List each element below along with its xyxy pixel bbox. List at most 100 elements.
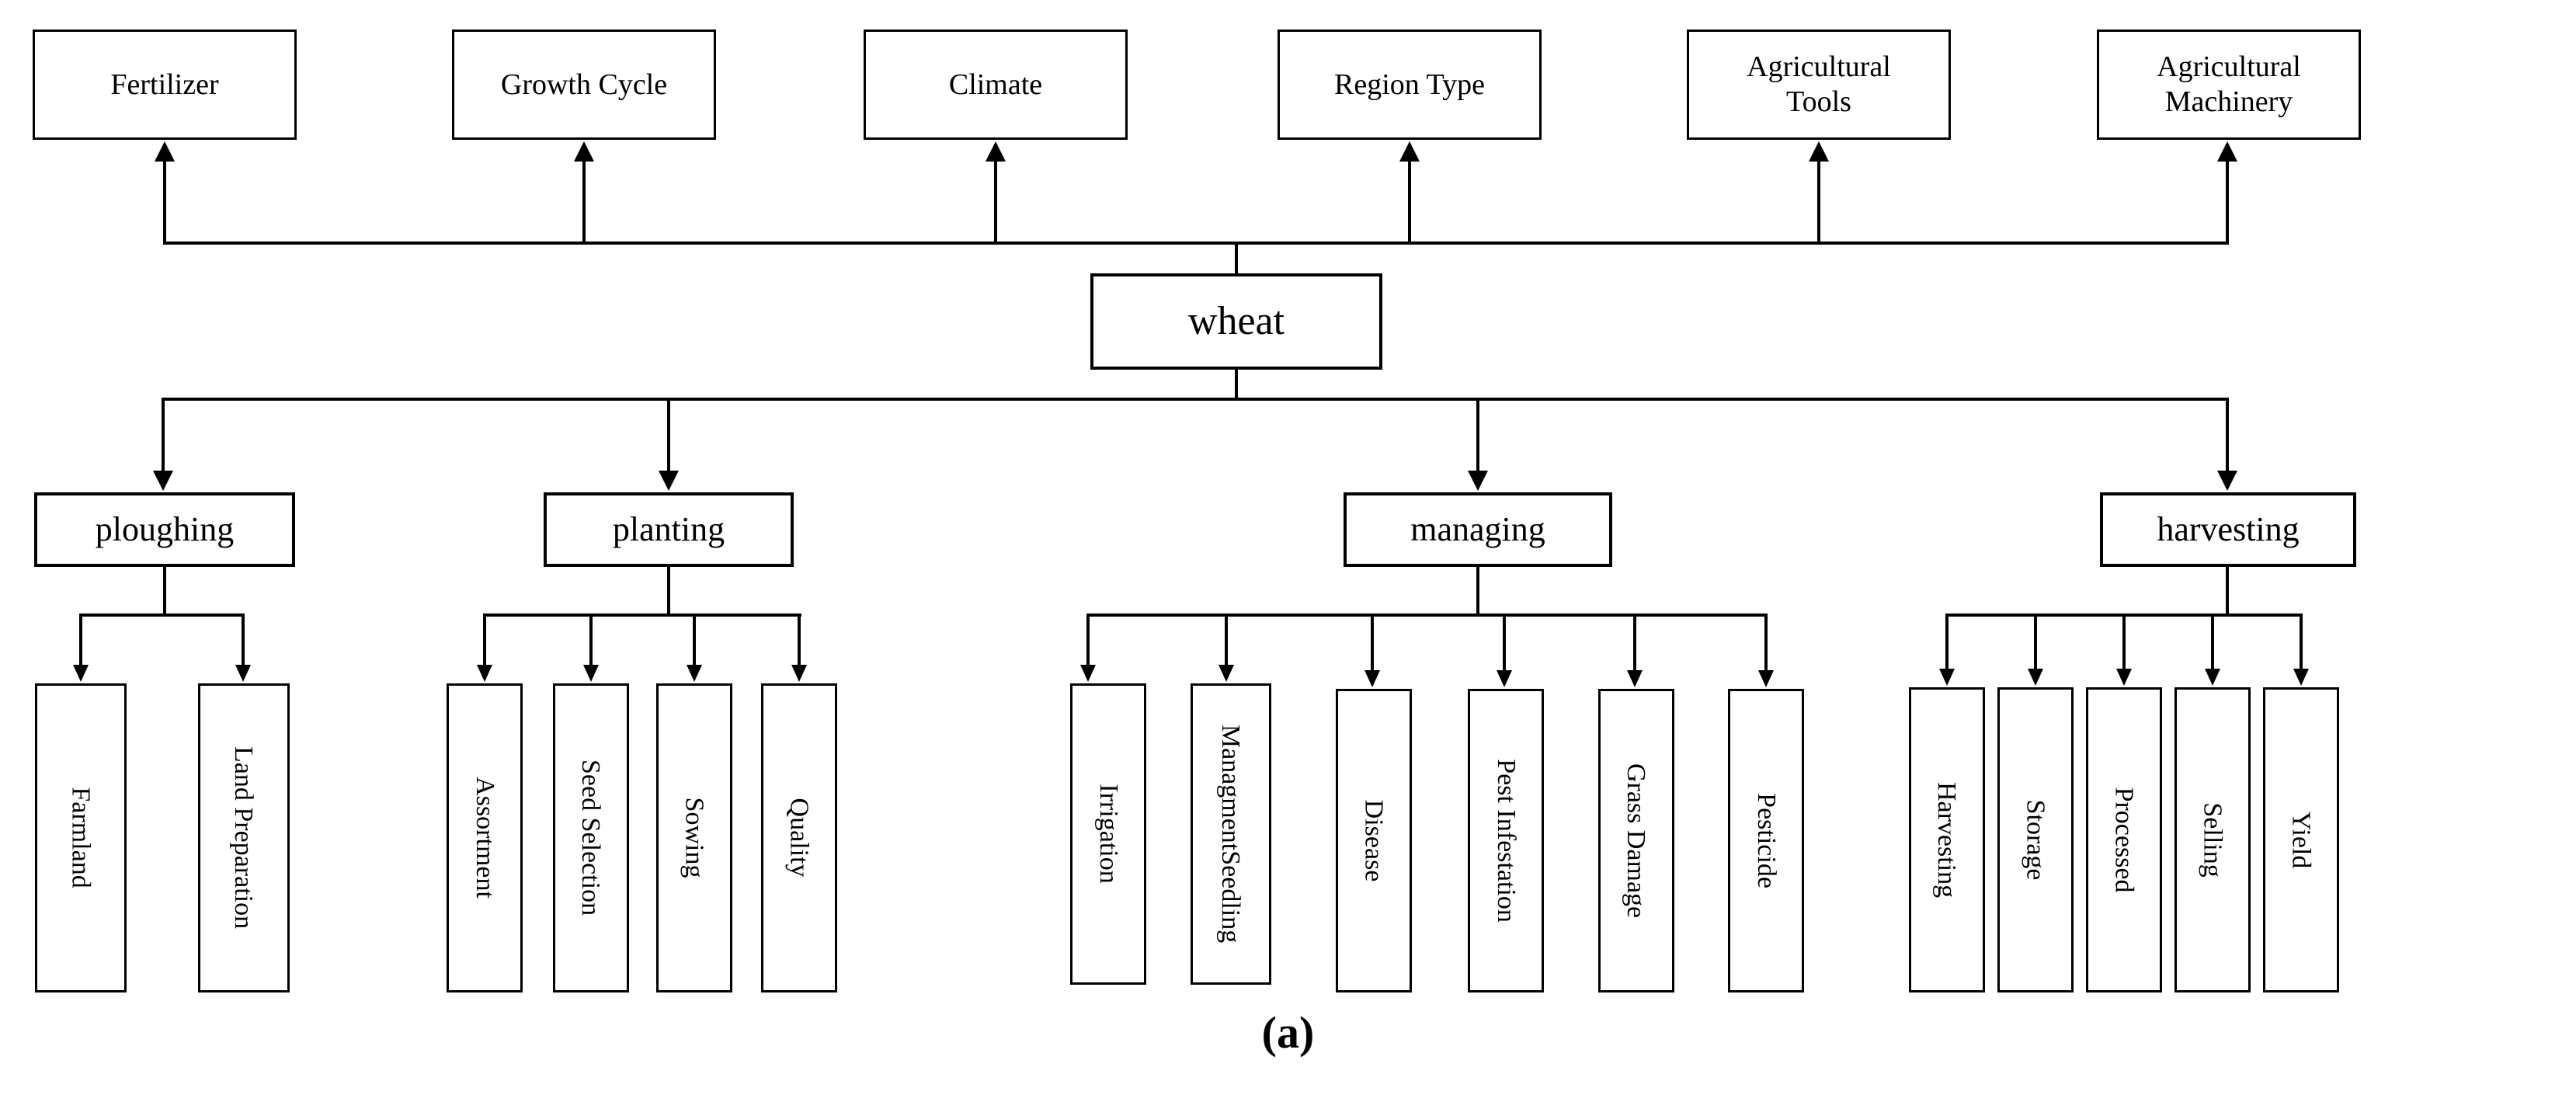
- connector-dropper-ploughing: [162, 398, 165, 472]
- connector-dropper-selling: [2211, 614, 2214, 670]
- stage-node-managing[interactable]: managing: [1344, 492, 1612, 567]
- connector-riser-region-type: [1408, 159, 1411, 245]
- connector-riser-agricultural-machinery: [2226, 159, 2229, 245]
- arrowhead-pest-infestation: [1497, 670, 1512, 687]
- stage-label: managing: [1410, 510, 1545, 549]
- stage-label: ploughing: [95, 510, 235, 549]
- connector-dropper-processed: [2122, 614, 2126, 670]
- root-label: wheat: [1187, 299, 1285, 344]
- leaf-node-harvesting[interactable]: Harvesting: [1909, 687, 1985, 992]
- attribute-label: Region Type: [1333, 68, 1485, 101]
- connector-dropper-disease: [1371, 614, 1374, 672]
- stage-node-planting[interactable]: planting: [544, 492, 794, 567]
- connector-harvesting-stem: [2226, 566, 2229, 616]
- leaf-label-line2: Managment: [1216, 725, 1246, 851]
- arrowhead-storage: [2028, 669, 2043, 686]
- arrowhead-disease: [1364, 670, 1380, 687]
- arrowhead-fertilizer: [155, 141, 175, 162]
- arrowhead-climate: [986, 141, 1006, 162]
- stage-node-harvesting[interactable]: harvesting: [2100, 492, 2356, 567]
- leaf-label-wrap: Quality: [784, 798, 814, 878]
- connector-dropper-pesticide: [1764, 614, 1768, 672]
- arrowhead-seed-selection: [583, 665, 599, 682]
- leaf-label: Pesticide: [1751, 793, 1781, 888]
- leaf-node-yield[interactable]: Yield: [2263, 687, 2339, 992]
- attribute-label: Climate: [948, 68, 1043, 101]
- stage-node-ploughing[interactable]: ploughing: [34, 492, 295, 567]
- leaf-node-storage[interactable]: Storage: [1997, 687, 2074, 992]
- leaf-node-farmland[interactable]: Farmland: [35, 683, 127, 992]
- leaf-node-disease[interactable]: Disease: [1336, 689, 1412, 992]
- attribute-label: Agricultural Machinery: [2157, 50, 2301, 118]
- attribute-node-region-type[interactable]: Region Type: [1278, 30, 1542, 140]
- leaf-label-wrap: Irrigation: [1093, 784, 1123, 884]
- connector-ploughing-bus: [79, 614, 244, 617]
- arrowhead-irrigation: [1080, 665, 1096, 682]
- connector-riser-fertilizer: [163, 159, 166, 245]
- arrowhead-planting: [659, 471, 679, 491]
- leaf-label-wrap: Assortment: [469, 777, 499, 899]
- connector-root-down-stem: [1235, 368, 1238, 399]
- connector-dropper-storage: [2034, 614, 2037, 670]
- connector-managing-stem: [1476, 566, 1479, 616]
- arrowhead-assortment: [477, 665, 492, 682]
- attribute-node-agricultural-machinery[interactable]: Agricultural Machinery: [2097, 30, 2361, 140]
- leaf-node-land-preparation[interactable]: Land Preparation: [198, 683, 290, 992]
- leaf-node-pest-infestation[interactable]: Pest Infestation: [1468, 689, 1544, 992]
- attribute-node-fertilizer[interactable]: Fertilizer: [33, 30, 297, 140]
- arrowhead-ploughing: [153, 471, 173, 491]
- leaf-node-processed[interactable]: Processed: [2086, 687, 2162, 992]
- arrowhead-grass-damage: [1627, 670, 1643, 687]
- attribute-node-agricultural-tools[interactable]: Agricultural Tools: [1687, 30, 1951, 140]
- leaf-node-irrigation[interactable]: Irrigation: [1070, 683, 1146, 985]
- connector-attribute-bus: [165, 242, 2227, 245]
- leaf-node-seed-selection[interactable]: Seed Selection: [553, 683, 629, 992]
- arrowhead-selling: [2205, 669, 2220, 686]
- connector-managing-bus: [1086, 614, 1768, 617]
- connector-dropper-pest-infestation: [1503, 614, 1506, 672]
- connector-dropper-farmland: [79, 614, 82, 666]
- connector-ploughing-stem: [163, 566, 166, 616]
- attribute-node-growth-cycle[interactable]: Growth Cycle: [452, 30, 716, 140]
- leaf-node-grass-damage[interactable]: Grass Damage: [1598, 689, 1674, 992]
- leaf-node-sowing[interactable]: Sowing: [656, 683, 732, 992]
- connector-dropper-land-preparation: [242, 614, 245, 666]
- arrowhead-harvesting: [2217, 471, 2237, 491]
- leaf-node-pesticide[interactable]: Pesticide: [1728, 689, 1804, 992]
- leaf-label-wrap: Grass Damage: [1621, 763, 1651, 918]
- leaf-node-seedling-managment[interactable]: Seedling Managment: [1191, 683, 1271, 985]
- root-node-wheat[interactable]: wheat: [1090, 273, 1382, 370]
- leaf-label: Quality: [784, 798, 814, 878]
- leaf-node-assortment[interactable]: Assortment: [447, 683, 523, 992]
- leaf-label: Sowing: [680, 798, 709, 878]
- connector-stage-bus: [162, 398, 2227, 401]
- attribute-node-climate[interactable]: Climate: [864, 30, 1128, 140]
- arrowhead-region-type: [1399, 141, 1420, 162]
- leaf-label-wrap: Disease: [1358, 800, 1389, 882]
- leaf-node-selling[interactable]: Selling: [2174, 687, 2251, 992]
- leaf-label: Disease: [1359, 799, 1389, 882]
- arrowhead-managing: [1468, 471, 1488, 491]
- leaf-label: Selling: [2198, 802, 2227, 878]
- leaf-label: Processed: [2109, 787, 2139, 893]
- connector-dropper-harvesting-leaf: [1945, 614, 1949, 670]
- arrowhead-farmland: [73, 665, 89, 682]
- leaf-label-wrap: Land Preparation: [228, 746, 259, 929]
- connector-dropper-seedling-managment: [1225, 614, 1228, 666]
- connector-dropper-irrigation: [1086, 614, 1090, 666]
- leaf-label-wrap: Pesticide: [1750, 793, 1781, 888]
- connector-dropper-planting: [667, 398, 670, 472]
- leaf-label: Grass Damage: [1622, 763, 1651, 919]
- leaf-label-wrap: Farmland: [65, 787, 96, 888]
- connector-dropper-harvesting: [2226, 398, 2229, 472]
- leaf-node-quality[interactable]: Quality: [761, 683, 837, 992]
- arrowhead-yield: [2293, 669, 2309, 686]
- arrowhead-pesticide: [1758, 670, 1774, 687]
- stage-label: planting: [612, 510, 725, 549]
- attribute-label: Agricultural Tools: [1747, 50, 1891, 118]
- arrowhead-sowing: [687, 665, 702, 682]
- leaf-label: Seed Selection: [576, 760, 606, 916]
- leaf-label-wrap: Yield: [2286, 812, 2316, 869]
- leaf-label-wrap: Selling: [2197, 802, 2227, 877]
- leaf-label: Land Preparation: [229, 746, 259, 930]
